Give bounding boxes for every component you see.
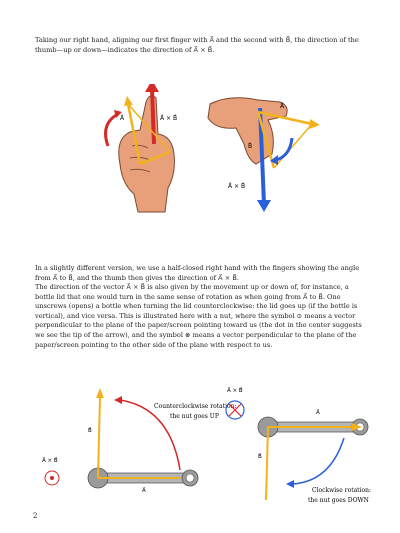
right-axb-label: A⃗ × B⃗ [227,386,243,394]
intro-paragraph: Taking our right hand, aligning our firs… [35,36,359,54]
left-a-label: A⃗ [142,486,147,494]
into-page-symbol [225,400,245,420]
right-b-label: B⃗ [258,452,262,460]
right-hand-a-label: A⃗ [280,102,285,110]
right-caption-line1: Clockwise rotation: [312,487,371,494]
counterclockwise-nut: A⃗ × B⃗ B⃗ A⃗ Counterclockwise rotation:… [42,388,237,494]
right-caption-line2: the nut goes DOWN [308,497,369,504]
out-of-page-symbol [44,470,60,486]
nut-rotation-figure: A⃗ × B⃗ B⃗ A⃗ Counterclockwise rotation:… [42,386,371,504]
axb-up-arrow [150,87,156,145]
left-caption-line2: the nut goes UP [170,413,219,420]
right-hand-b-label: B⃗ [248,142,252,150]
right-hand-axb-label: A⃗ × B⃗ [228,182,245,190]
left-hand-illustration: A⃗ A⃗ × B⃗ [104,84,177,213]
right-hand-illustration: A⃗ B⃗ A⃗ × B⃗ [207,97,320,212]
left-hand-axb-label: A⃗ × B⃗ [160,114,177,122]
left-hand-a-label: A⃗ [120,114,125,122]
left-b-label: B⃗ [88,426,92,434]
half-closed-hand-paragraph: In a slightly different version, we use … [35,264,360,282]
left-caption-line1: Counterclockwise rotation: [154,403,237,410]
clockwise-nut: A⃗ × B⃗ A⃗ B⃗ Clockwise rotation: the nu… [225,386,371,504]
bottle-lid-paragraph: The direction of the vector A⃗ × B⃗ is a… [35,283,362,349]
right-hand-rule-figure: A⃗ A⃗ × B⃗ A⃗ B⃗ A⃗ × B⃗ [104,84,320,213]
page-number: 2 [33,512,38,520]
left-axb-label: A⃗ × B⃗ [42,456,58,464]
right-a-label: A⃗ [316,408,321,416]
